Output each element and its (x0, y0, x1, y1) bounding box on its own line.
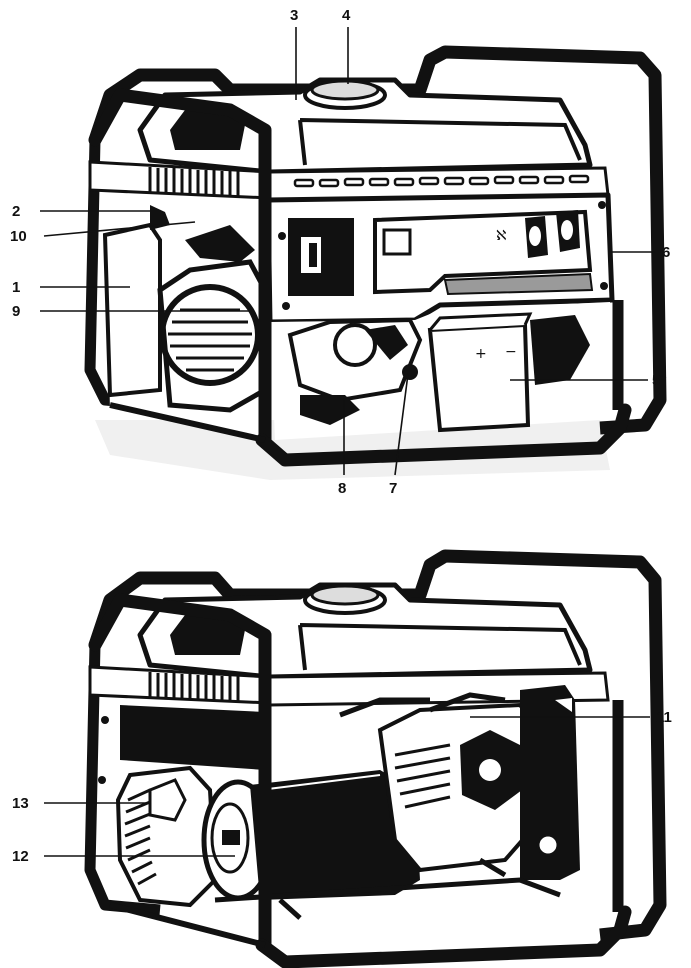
callout-2: 2 (12, 203, 20, 220)
callouts: 1 2 3 4 5* 6 7 8 9 10 11 12 13 (10, 7, 672, 865)
rear-view (84, 549, 667, 968)
callout-10: 10 (10, 228, 27, 245)
svg-text:−: − (505, 344, 517, 360)
callout-12: 12 (12, 848, 29, 865)
callout-11: 11 (656, 709, 672, 726)
callout-7: 7 (389, 480, 397, 497)
callout-8: 8 (338, 480, 346, 497)
callout-5: 5* (652, 372, 666, 389)
callout-3: 3 (290, 7, 298, 24)
front-view: ℵ + − (84, 45, 667, 480)
callout-9: 9 (12, 303, 20, 320)
callout-6: 6 (662, 244, 670, 261)
callout-1: 1 (12, 279, 20, 296)
svg-text:+: + (475, 346, 487, 362)
callout-4: 4 (342, 7, 351, 24)
svg-text:ℵ: ℵ (496, 228, 506, 244)
callout-13: 13 (12, 795, 29, 812)
